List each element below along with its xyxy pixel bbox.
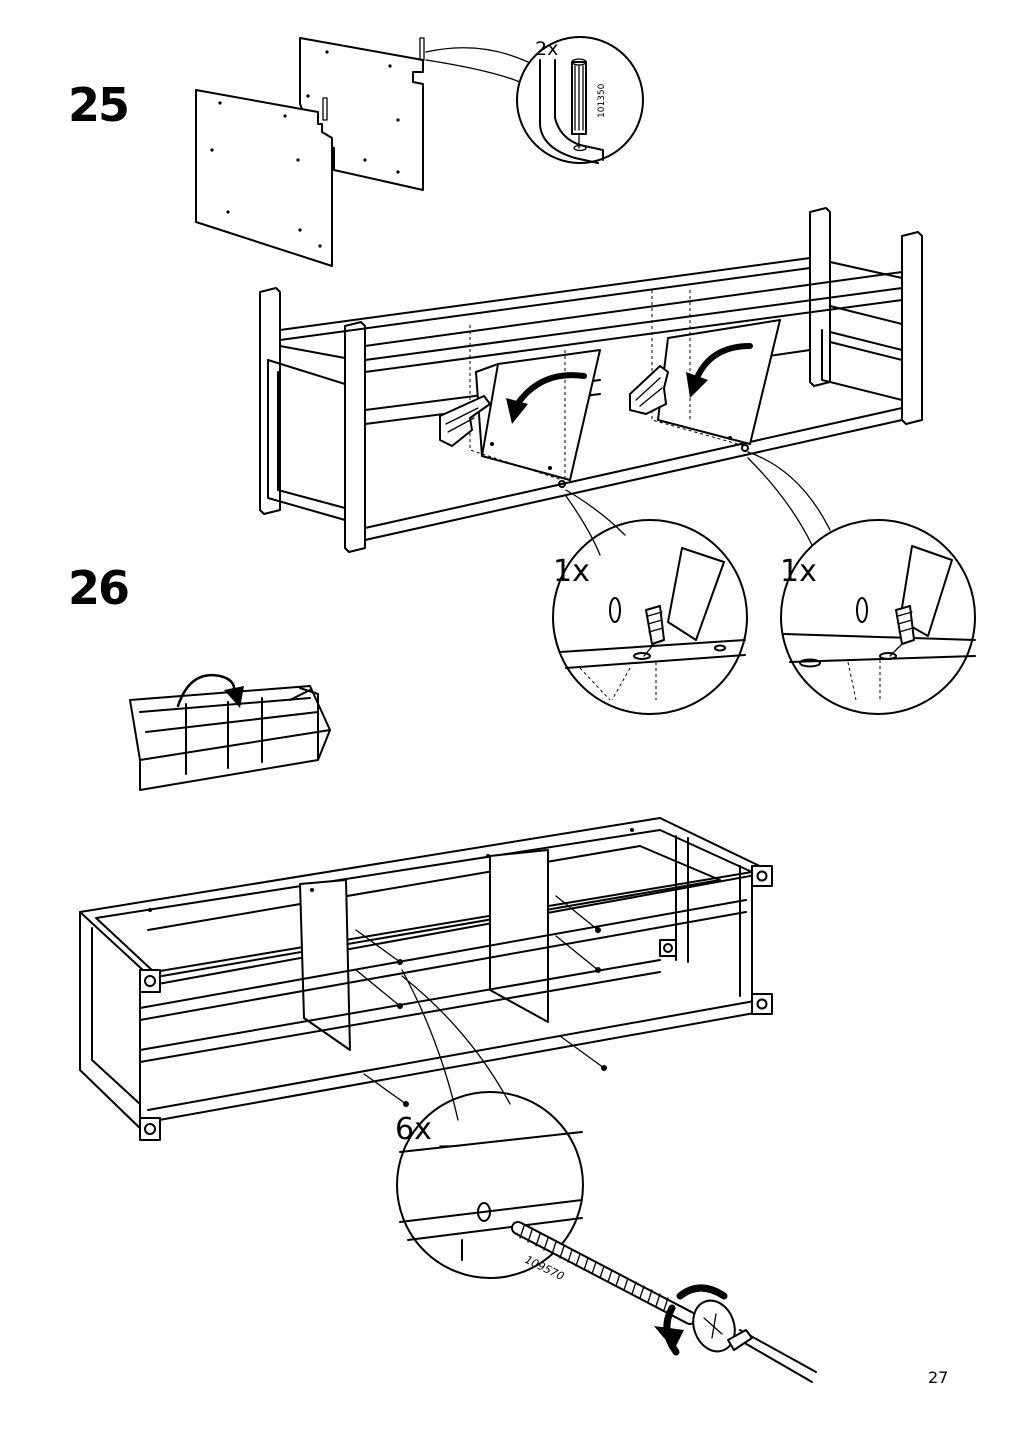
left-dowel-insert-bubble [552,519,748,715]
dowel-detail-bubble: 101350 [516,36,644,164]
dowel-quantity-label: 2x [535,38,559,60]
screw-detail-bubble: 109570 [396,1091,817,1383]
right-dowel-insert-bubble [780,519,976,715]
page-number: 27 [928,1368,949,1387]
dowel-part-number: 101350 [597,83,607,118]
step-number-26: 26 [68,561,130,615]
flip-over-illustration [129,673,331,791]
bench-frame-step25 [259,207,923,556]
bench-frame-step26 [79,817,773,1141]
divider-panels-illustration [195,37,529,267]
screw-quantity-label: 6x [395,1112,432,1147]
step-number-25: 25 [68,78,130,132]
